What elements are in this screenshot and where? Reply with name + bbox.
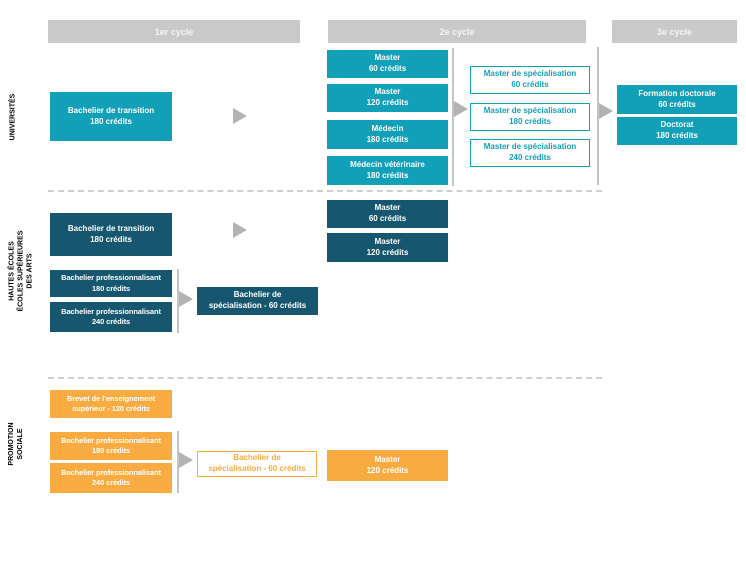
row-label-text: ÉCOLES SUPÉRIEURES [17, 230, 25, 312]
box-text: 180 crédits [90, 234, 132, 244]
box-text: Médecin vétérinaire [350, 159, 425, 169]
arrow-right-icon [179, 291, 193, 307]
box-text: 120 crédits [366, 98, 409, 107]
box-universites-master-specialisation-240: Master de spécialisation 240 crédits [470, 139, 590, 167]
box-text: Master de spécialisation [483, 69, 577, 79]
row-label-universites-text: UNIVERSITÉS [9, 93, 17, 141]
box-text: Master [374, 236, 401, 246]
box-text: 120 crédits [366, 465, 409, 475]
box-promotion-sociale-brevet-enseignement-superieur: Brevet de l'enseignement supérieur - 120… [50, 390, 172, 418]
box-text: Formation doctorale [638, 88, 716, 98]
box-text: Bachelier de transition [67, 105, 155, 115]
row-label-text: HAUTES ÉCOLES [8, 241, 16, 301]
box-text: 60 crédits [511, 80, 549, 89]
box-universites-formation-doctorale: Formation doctorale 60 crédits [617, 85, 737, 114]
cycle-bar-1er-cycle: 1er cycle [48, 20, 300, 43]
box-text: spécialisation - 60 crédits [208, 464, 306, 473]
box-text: 180 crédits [366, 170, 409, 180]
box-text: 180 crédits [509, 117, 551, 126]
box-text: Bachelier de [233, 290, 282, 300]
box-text: Bachelier de transition [67, 223, 155, 233]
connector-line [452, 48, 454, 186]
box-universites-bachelier-transition: Bachelier de transition 180 crédits [50, 92, 172, 141]
box-text: Bachelier professionnalisant [61, 273, 161, 283]
box-universites-medecin: Médecin 180 crédits [327, 120, 448, 149]
box-text: Bachelier professionnalisant [61, 306, 161, 316]
box-text: Master de spécialisation [483, 106, 577, 116]
arrow-right-icon [233, 108, 247, 124]
box-text: spécialisation - 60 crédits [208, 301, 307, 310]
box-text: 180 crédits [90, 116, 132, 126]
box-text: 180 crédits [366, 134, 409, 144]
box-promotion-sociale-bachelier-professionnalisant-240: Bachelier professionnalisant 240 crédits [50, 463, 172, 493]
box-text: 240 crédits [509, 153, 551, 162]
box-hautes-ecoles-bachelier-transition: Bachelier de transition 180 crédits [50, 213, 172, 256]
box-hautes-ecoles-master-120: Master 120 crédits [327, 233, 448, 262]
arrow-right-icon [233, 222, 247, 238]
box-promotion-sociale-bachelier-professionnalisant-180: Bachelier professionnalisant 180 crédits [50, 432, 172, 460]
arrow-right-icon [454, 101, 468, 117]
cycle-bar-2e-cycle: 2e cycle [328, 20, 586, 43]
box-hautes-ecoles-bachelier-specialisation: Bachelier de spécialisation - 60 crédits [197, 287, 318, 315]
cycle-bar-3e-cycle: 3e cycle [612, 20, 737, 43]
box-text: Master [374, 53, 401, 63]
box-promotion-sociale-master-120: Master 120 crédits [327, 450, 448, 481]
row-label-text: PROMOTION [7, 422, 15, 466]
box-text: supérieur - 120 crédits [72, 404, 150, 413]
box-text: 180 crédits [91, 446, 131, 455]
box-text: 180 crédits [656, 131, 698, 140]
box-text: 240 crédits [91, 317, 131, 326]
box-hautes-ecoles-master-60: Master 60 crédits [327, 200, 448, 228]
box-text: Master [374, 454, 401, 464]
row-label-text: DES ARTS [26, 253, 34, 289]
box-text: Bachelier professionnalisant [61, 435, 161, 445]
box-universites-medecin-veterinaire: Médecin vétérinaire 180 crédits [327, 156, 448, 185]
box-universites-master-specialisation-60: Master de spécialisation 60 crédits [470, 66, 590, 94]
box-text: Master [374, 87, 401, 97]
arrow-right-icon [599, 103, 613, 119]
box-text: Doctorat [660, 120, 694, 130]
box-text: 60 crédits [368, 214, 407, 223]
box-universites-master-specialisation-180: Master de spécialisation 180 crédits [470, 103, 590, 131]
box-hautes-ecoles-bachelier-professionnalisant-180: Bachelier professionnalisant 180 crédits [50, 270, 172, 297]
box-text: 60 crédits [368, 64, 407, 73]
box-promotion-sociale-bachelier-specialisation: Bachelier de spécialisation - 60 crédits [197, 451, 317, 477]
connector-line [177, 431, 179, 493]
box-text: Master de spécialisation [483, 142, 577, 152]
row-label-text: SOCIALE [17, 428, 24, 460]
box-text: Médecin [371, 123, 404, 133]
box-text: Bachelier professionnalisant [61, 467, 161, 477]
box-text: 180 crédits [91, 283, 131, 293]
arrow-right-icon [179, 452, 193, 468]
section-divider [48, 190, 602, 192]
box-hautes-ecoles-bachelier-professionnalisant-240: Bachelier professionnalisant 240 crédits [50, 302, 172, 332]
box-text: Bachelier de [233, 453, 281, 463]
section-divider [48, 377, 602, 379]
box-universites-master-60: Master 60 crédits [327, 50, 448, 78]
box-text: 120 crédits [366, 247, 409, 257]
box-text: 240 crédits [91, 478, 131, 487]
connector-line [177, 269, 179, 333]
box-text: Brevet de l'enseignement [66, 393, 156, 403]
box-text: Master [374, 203, 401, 213]
box-universites-doctorat: Doctorat 180 crédits [617, 117, 737, 145]
connector-line [597, 47, 599, 185]
box-text: 60 crédits [658, 99, 696, 109]
box-universites-master-120: Master 120 crédits [327, 84, 448, 112]
